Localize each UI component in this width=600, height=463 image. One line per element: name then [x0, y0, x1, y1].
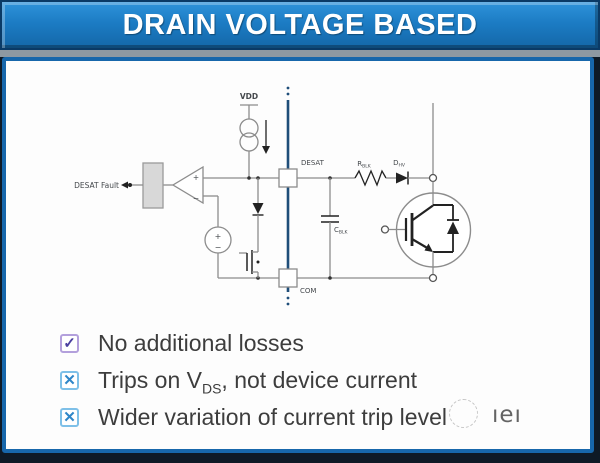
desat-node-wire — [203, 176, 279, 180]
comparator-plus: + — [193, 173, 199, 182]
page-title: DRAIN VOLTAGE BASED — [122, 8, 478, 41]
comparator-minus: − — [193, 194, 199, 203]
blanking-capacitor: CBLK — [321, 178, 348, 278]
current-source: VDD — [239, 92, 270, 178]
hv-diode: DHV — [386, 159, 430, 185]
com-rail — [218, 276, 430, 280]
voltage-reference: + − — [204, 226, 232, 278]
desat-pin-label: DESAT — [301, 159, 325, 167]
gate-terminal — [380, 225, 390, 234]
title-divider — [0, 50, 600, 57]
bullet-text: Trips on VDS, not device current — [98, 366, 418, 397]
vdd-label: VDD — [240, 92, 258, 101]
watermark: ıeı — [492, 402, 522, 428]
isolation-barrier — [286, 86, 290, 306]
com-pin-box: COM — [278, 268, 316, 295]
bullet-text: No additional losses — [98, 329, 304, 356]
comparator: + − — [163, 165, 219, 227]
checkbox-checked-icon: ✓ — [60, 333, 79, 353]
blanking-diode — [252, 178, 264, 252]
bullet-item: ✕ Wider variation of current trip level — [60, 404, 570, 430]
resistor: RBLK — [297, 160, 387, 187]
reference-minus: − — [215, 243, 222, 252]
bullet-text: Wider variation of current trip level — [98, 403, 447, 430]
bullet-item: ✓ No additional losses — [60, 330, 570, 356]
capacitor-label: CBLK — [334, 226, 348, 236]
desat-fault-output: DESAT Fault — [74, 181, 143, 190]
content-panel — [2, 57, 594, 453]
com-pin-label: COM — [300, 287, 316, 295]
antiparallel-diode — [447, 221, 459, 234]
desat-fault-label: DESAT Fault — [74, 181, 119, 190]
checkbox-x-icon: ✕ — [60, 407, 79, 427]
checkbox-x-icon: ✕ — [60, 370, 79, 390]
bullet-item: ✕ Trips on VDS, not device current — [60, 366, 570, 397]
blanking-mosfet — [239, 250, 260, 278]
fault-latch-box — [142, 162, 164, 209]
desat-pin-box: DESAT — [278, 159, 325, 188]
hv-diode-label: DHV — [393, 159, 406, 169]
igbt — [380, 103, 472, 283]
title-bar: DRAIN VOLTAGE BASED — [0, 0, 600, 50]
watermark-circle — [449, 399, 478, 428]
reference-plus: + — [215, 232, 222, 241]
emitter-terminal — [428, 273, 438, 283]
bullet-list: ✓ No additional losses ✕ Trips on VDS, n… — [60, 330, 570, 441]
resistor-label: RBLK — [357, 160, 371, 170]
